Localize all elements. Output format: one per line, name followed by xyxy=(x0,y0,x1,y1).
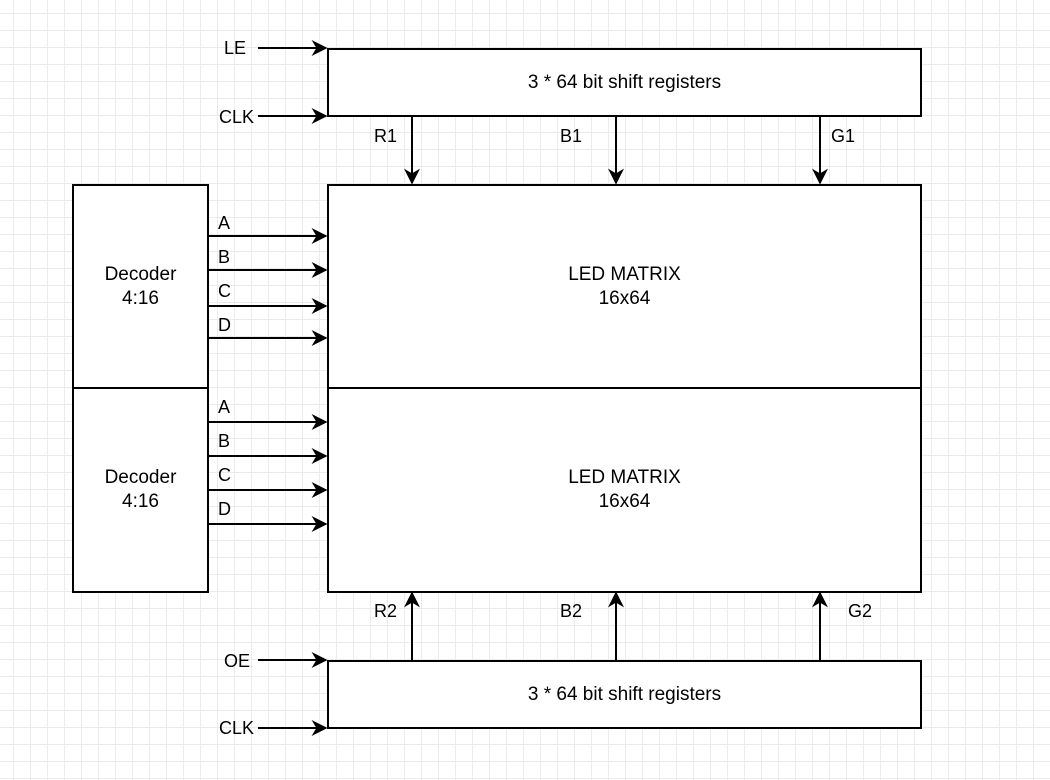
decoder-bottom: Decoder 4:16 xyxy=(72,387,209,593)
led-matrix-bottom-size: 16x64 xyxy=(598,491,651,512)
clk-bottom-label: CLK xyxy=(218,718,254,738)
led-matrix-top-title: LED MATRIX xyxy=(568,263,681,285)
le-label: LE xyxy=(223,38,246,58)
shift-register-top-label: 3 * 64 bit shift registers xyxy=(527,71,722,93)
shift-register-bottom-label: 3 * 64 bit shift registers xyxy=(527,683,722,705)
led-matrix-top: LED MATRIX 16x64 xyxy=(327,184,922,389)
addr-top-d-label: D xyxy=(218,315,231,335)
r1-label: R1 xyxy=(374,126,398,146)
decoder-top: Decoder 4:16 xyxy=(72,184,209,389)
oe-label: OE xyxy=(223,651,250,671)
b2-label: B2 xyxy=(560,601,583,621)
addr-bottom-a-label: A xyxy=(218,397,231,417)
decoder-bottom-ratio: 4:16 xyxy=(122,491,159,512)
decoder-bottom-title: Decoder xyxy=(104,467,177,488)
addr-bottom-d-label: D xyxy=(218,499,231,519)
addr-top-a-label: A xyxy=(218,213,231,233)
addr-bottom-c-label: C xyxy=(218,465,231,485)
decoder-top-ratio: 4:16 xyxy=(122,287,159,309)
led-matrix-top-size: 16x64 xyxy=(598,287,651,309)
led-matrix-bottom: LED MATRIX 16x64 xyxy=(327,387,922,593)
shift-register-bottom: 3 * 64 bit shift registers xyxy=(327,660,922,729)
g2-label: G2 xyxy=(848,601,873,621)
shift-register-top: 3 * 64 bit shift registers xyxy=(327,48,922,117)
led-matrix-bottom-title: LED MATRIX xyxy=(568,467,681,488)
clk-top-label: CLK xyxy=(218,107,254,127)
r2-label: R2 xyxy=(374,601,398,621)
g1-label: G1 xyxy=(831,126,856,146)
addr-top-b-label: B xyxy=(218,247,231,267)
b1-label: B1 xyxy=(560,126,583,146)
addr-top-c-label: C xyxy=(218,281,231,301)
decoder-top-title: Decoder xyxy=(104,263,177,285)
addr-bottom-b-label: B xyxy=(218,431,231,451)
